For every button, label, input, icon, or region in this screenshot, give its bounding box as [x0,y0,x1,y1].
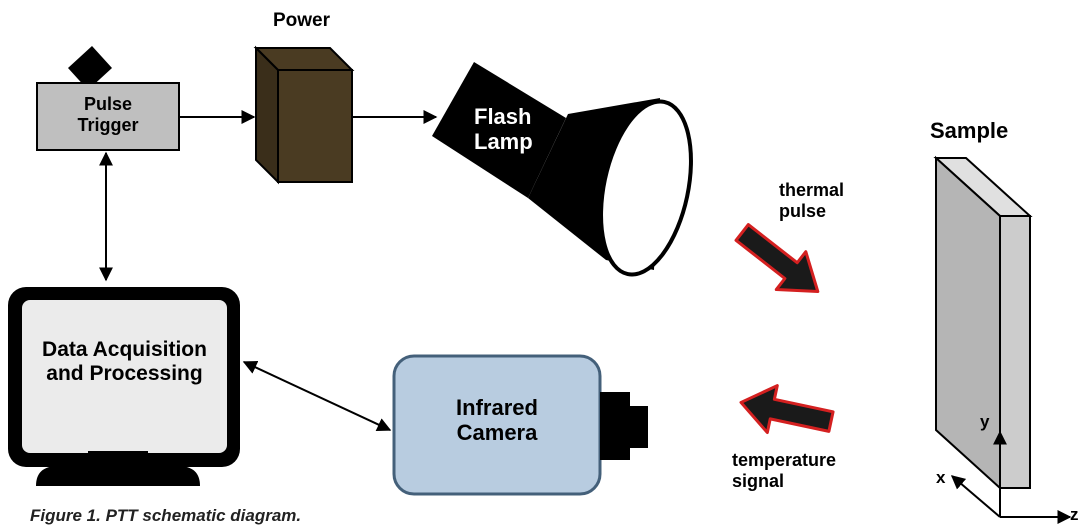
thermal-pulse-label-line-1: thermal [779,180,845,200]
flash-lamp-label-line-2: Lamp [474,129,533,155]
power-label: Power [273,10,331,31]
data-acquisition-label-line-1: Data Acquisition [42,338,207,361]
temperature-signal-label: temperature signal [732,450,836,491]
monitor [8,287,240,486]
axis-x-line [950,475,1001,518]
axis-y-label: y [980,412,990,431]
figure-caption: Figure 1. PTT schematic diagram. [30,506,302,525]
infrared-camera-label-line-2: Camera [456,420,538,446]
power-box [253,45,355,185]
infrared-camera-label-line-1: Infrared [456,395,538,420]
temperature-signal-label-line-1: temperature [732,450,837,470]
temperature-signal-label-line-2: signal [732,470,785,491]
sample-slab [933,155,1033,491]
data-acquisition-label: Data Acquisition and Processing [22,338,227,386]
sample-label: Sample [930,118,1009,143]
arrow-monitor-camera [242,360,392,432]
flash-lamp [432,62,693,277]
thermal-pulse-label: thermal pulse [779,180,844,221]
infrared-camera-label: Infrared Camera [394,395,600,446]
infrared-camera [392,354,648,496]
axis-z-label: z [1070,505,1079,524]
thermal-pulse-arrow [734,223,820,294]
temperature-signal-arrow [739,384,835,435]
axis-x-label: x [936,468,946,487]
thermal-pulse-label-line-2: pulse [779,200,827,221]
flash-lamp-label: Flash Lamp [474,104,533,155]
pulse-trigger-label-line-2: Trigger [77,114,139,135]
pulse-trigger-label: Pulse Trigger [37,94,179,135]
trigger-knob [68,46,112,90]
data-acquisition-label-line-2: and Processing [46,362,203,386]
pulse-trigger-label-line-1: Pulse [83,94,133,114]
flash-lamp-label-line-1: Flash [474,104,532,129]
